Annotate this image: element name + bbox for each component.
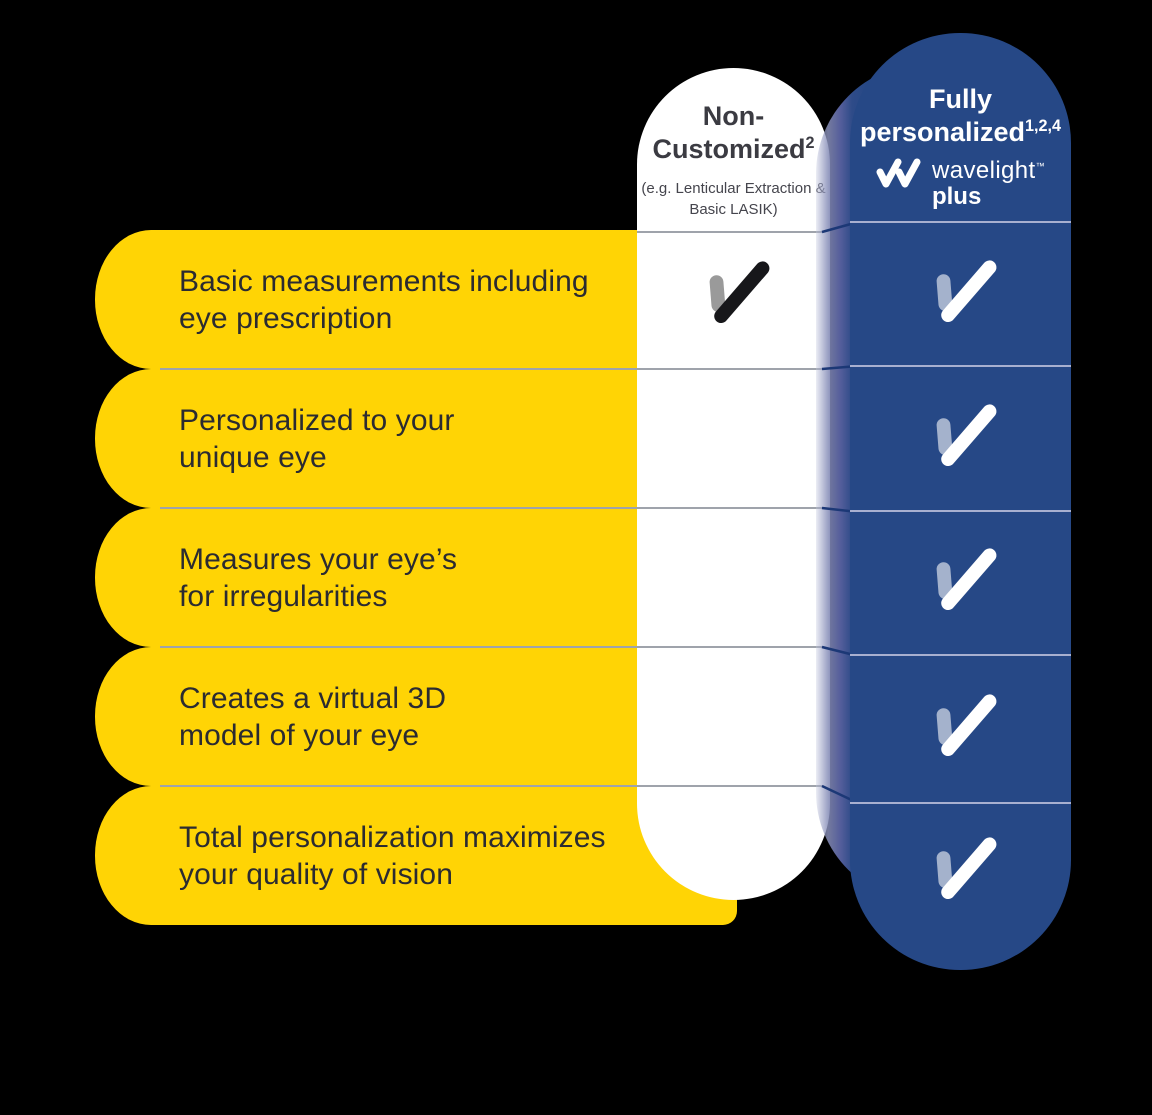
- title-superscript: 1,2,4: [1025, 117, 1062, 135]
- check-icon: [709, 261, 769, 324]
- wavelight-plus-label: plus: [931, 183, 982, 210]
- subtitle-line: Basic LASIK): [689, 201, 778, 218]
- check-icon: [936, 260, 996, 323]
- row-divider: [850, 365, 1071, 367]
- row-divider: [160, 507, 823, 509]
- check-icon: [936, 404, 996, 467]
- title-line: personalized: [859, 117, 1026, 147]
- wavelight-title: Fully personalized1,2,4: [850, 83, 1071, 149]
- subtitle-line: (e.g. Lenticular Extraction &: [641, 180, 826, 197]
- non-customized-title: Non- Customized2: [637, 100, 830, 166]
- title-superscript: 2: [805, 134, 815, 152]
- non-customized-subtitle: (e.g. Lenticular Extraction & Basic LASI…: [637, 178, 830, 220]
- feature-line: Measures your eye’s: [179, 542, 458, 576]
- feature-line: Creates a virtual 3D: [179, 681, 447, 715]
- feature-line: your quality of vision: [179, 857, 454, 891]
- title-line: Non-: [702, 101, 765, 131]
- check-icon: [936, 837, 996, 900]
- row-divider: [850, 654, 1071, 656]
- wavelight-logo: wavelight™ plus: [850, 153, 1071, 210]
- title-line: Fully: [928, 84, 992, 114]
- wavelight-logo-text: wavelight™ plus: [932, 153, 1045, 210]
- feature-line: for irregularities: [179, 579, 388, 613]
- wavelight-w-icon: [876, 158, 921, 188]
- row-divider: [850, 510, 1071, 512]
- row-divider: [850, 221, 1071, 223]
- non-customized-header: Non- Customized2 (e.g. Lenticular Extrac…: [637, 100, 830, 220]
- row-divider: [160, 368, 823, 370]
- feature-line: eye prescription: [179, 301, 393, 335]
- wavelight-plus-column: Fully personalized1,2,4 wavelight™ plus: [850, 33, 1071, 970]
- feature-line: Basic measurements including: [179, 264, 589, 298]
- brand-name: wavelight: [931, 157, 1036, 184]
- feature-line: Personalized to your: [179, 403, 455, 437]
- title-line: Customized: [652, 134, 806, 164]
- feature-line: unique eye: [179, 440, 327, 474]
- wavelight-header: Fully personalized1,2,4: [850, 83, 1071, 149]
- row-divider: [160, 646, 823, 648]
- row-divider: [637, 231, 823, 233]
- non-customized-column: Non- Customized2 (e.g. Lenticular Extrac…: [637, 68, 830, 900]
- wavelight-brand: wavelight™: [932, 153, 1045, 184]
- trademark-symbol: ™: [1035, 161, 1046, 171]
- check-icon: [936, 694, 996, 757]
- check-icon: [936, 548, 996, 611]
- row-divider: [160, 785, 823, 787]
- row-divider: [850, 802, 1071, 804]
- feature-line: Total personalization maximizes: [179, 820, 606, 854]
- feature-line: model of your eye: [179, 718, 420, 752]
